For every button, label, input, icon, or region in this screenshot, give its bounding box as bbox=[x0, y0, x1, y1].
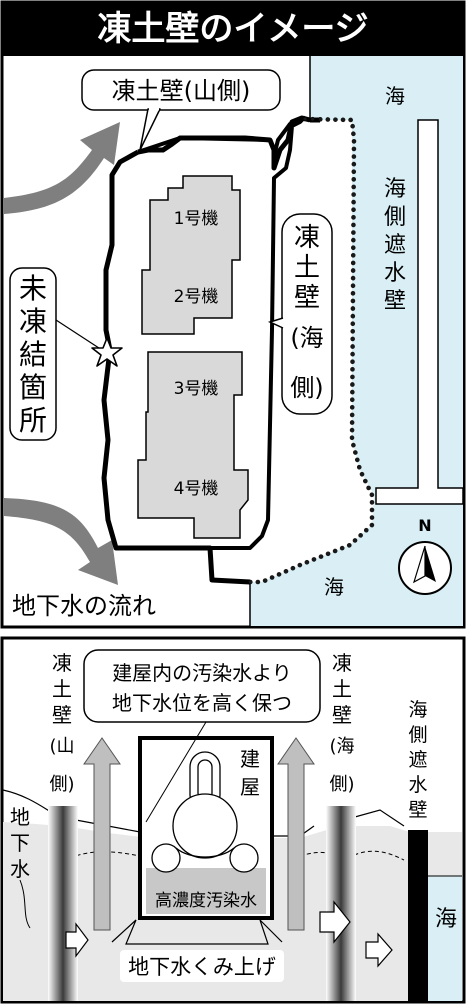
right-wall-char-2: 土 bbox=[332, 677, 352, 701]
section-wall-right-column bbox=[326, 806, 356, 1001]
section-seawall-char-3: 遮 bbox=[408, 749, 427, 771]
left-wall-char-3: 壁 bbox=[52, 703, 72, 727]
section-view-panel: 海 高濃度汚染水 建 屋 bbox=[0, 636, 466, 1004]
seawall-char-1: 海 bbox=[384, 177, 406, 202]
building-char-2: 屋 bbox=[240, 775, 260, 799]
groundwater-pointer bbox=[19, 879, 31, 929]
left-wall-char-1: 凍 bbox=[52, 651, 72, 675]
unfrozen-char-5: 所 bbox=[19, 404, 47, 437]
unfrozen-char-4: 箇 bbox=[19, 371, 47, 404]
wall-sea-char-5: 側) bbox=[290, 374, 323, 402]
building-char-1: 建 bbox=[240, 747, 260, 771]
north-compass-icon: N bbox=[398, 516, 452, 595]
flow-arrow-1 bbox=[65, 922, 89, 958]
sea-bottom-label: 海 bbox=[324, 575, 344, 599]
unit-4-label: 4号機 bbox=[174, 479, 219, 499]
left-wall-char-4: (山 bbox=[49, 736, 74, 757]
groundwater-char-1: 地 bbox=[10, 805, 30, 829]
contaminated-water-label: 高濃度汚染水 bbox=[155, 891, 257, 911]
groundwater-char-2: 下 bbox=[10, 831, 30, 855]
wall-sea-char-2: 土 bbox=[294, 253, 320, 283]
frozen-wall-sea-side bbox=[120, 116, 306, 550]
wall-sea-char-1: 凍 bbox=[294, 223, 320, 253]
unit-3-label: 3号機 bbox=[174, 379, 219, 399]
seawall-char-2: 側 bbox=[384, 205, 406, 230]
groundwater-flow-label: 地下水の流れ bbox=[12, 592, 156, 620]
section-seawall-char-1: 海 bbox=[408, 699, 427, 721]
unfrozen-char-3: 結 bbox=[19, 338, 47, 371]
flow-arrow-3 bbox=[365, 932, 393, 968]
reactor-building-1-2 bbox=[141, 175, 241, 335]
pumping-label: 地下水くみ上げ bbox=[128, 955, 276, 979]
wall-sea-callout bbox=[281, 213, 333, 415]
pumping-bracket bbox=[111, 919, 283, 945]
seawall-char-3: 遮 bbox=[384, 233, 406, 258]
pier-structure bbox=[375, 119, 464, 505]
left-wall-char-5: 側) bbox=[49, 774, 74, 795]
left-wall-char-2: 土 bbox=[52, 677, 72, 701]
seawall-dotted-border bbox=[245, 116, 375, 585]
section-seawall-char-5: 壁 bbox=[408, 799, 427, 821]
flow-arrows bbox=[65, 900, 393, 968]
unfrozen-pointer bbox=[55, 319, 103, 351]
up-arrow-left bbox=[83, 737, 121, 931]
right-wall-char-5: 側) bbox=[329, 774, 354, 795]
callout-line-1: 建屋内の汚染水より bbox=[112, 661, 292, 685]
section-seawall-char-2: 側 bbox=[408, 724, 427, 746]
wall-sea-char-4: (海 bbox=[290, 324, 323, 352]
wall-mountain-label: 凍土壁(山側) bbox=[112, 77, 251, 105]
wall-sea-char-3: 壁 bbox=[294, 283, 320, 313]
sea-top-label: 海 bbox=[385, 84, 405, 108]
right-wall-char-3: 壁 bbox=[332, 703, 352, 727]
plan-view-panel: 凍土壁のイメージ 1号機 2号機 3号機 4号機 凍土壁(山側) 凍 土 壁 (… bbox=[0, 0, 466, 629]
sea-area bbox=[250, 55, 463, 626]
north-label: N bbox=[418, 516, 431, 535]
flow-arrow-2 bbox=[319, 900, 351, 944]
section-wall-left-column bbox=[48, 806, 78, 1001]
callout-line-2: 地下水位を高く保つ bbox=[112, 691, 292, 715]
unit-1-label: 1号機 bbox=[174, 209, 219, 229]
section-callout-box bbox=[83, 649, 321, 723]
right-wall-char-4: (海 bbox=[329, 736, 354, 757]
section-sea-label: 海 bbox=[435, 907, 457, 932]
unfrozen-star-icon bbox=[91, 337, 123, 367]
groundwater-char-3: 水 bbox=[10, 857, 30, 881]
title-bar bbox=[2, 2, 464, 56]
groundwater-arrow-upper bbox=[4, 122, 120, 214]
wall-sea-callout-tail bbox=[267, 317, 284, 329]
seawall-char-4: 水 bbox=[384, 261, 406, 286]
contaminated-water-pool bbox=[146, 868, 266, 914]
unfrozen-callout bbox=[9, 267, 57, 441]
section-seawall-char-4: 水 bbox=[408, 774, 427, 796]
reactor-building-3-4 bbox=[137, 351, 249, 539]
diagram-title: 凍土壁のイメージ bbox=[97, 9, 368, 49]
groundwater-arrow-lower bbox=[4, 498, 118, 585]
section-seawall-bar bbox=[408, 830, 428, 1001]
seawall-char-5: 壁 bbox=[384, 289, 406, 314]
reactor-icon bbox=[151, 751, 259, 873]
up-arrow-right bbox=[277, 737, 315, 931]
unfrozen-char-1: 未 bbox=[19, 272, 47, 305]
section-callout-pointer bbox=[145, 721, 207, 823]
pumping-label-bg bbox=[120, 950, 284, 982]
unfrozen-char-2: 凍 bbox=[19, 305, 47, 338]
section-sea-area bbox=[428, 876, 462, 1001]
right-wall-char-1: 凍 bbox=[332, 651, 352, 675]
wall-mountain-callout bbox=[81, 69, 281, 111]
unit-2-label: 2号機 bbox=[174, 287, 219, 307]
